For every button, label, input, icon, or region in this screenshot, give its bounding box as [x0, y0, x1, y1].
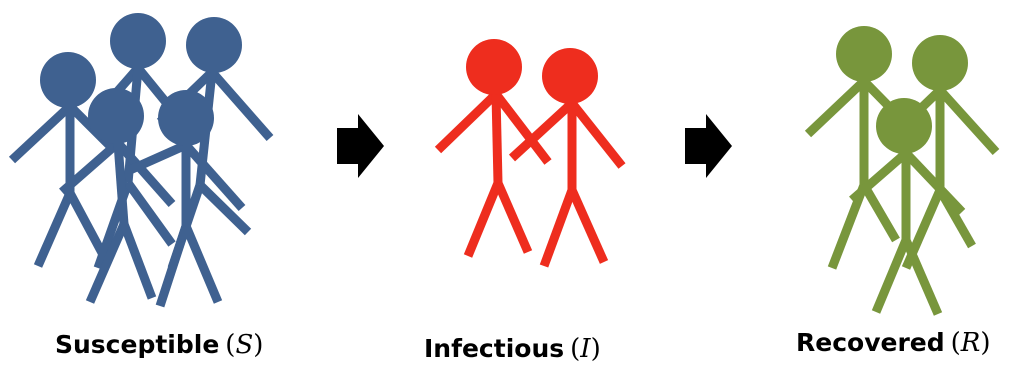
recovered-label-text: Recovered: [796, 328, 945, 357]
stick-figure-icon: [512, 48, 622, 266]
infectious-group: [438, 39, 622, 266]
infectious-label: Infectious (I): [424, 334, 601, 374]
infectious-label-text: Infectious: [424, 334, 564, 363]
recovered-symbol: (R): [951, 328, 991, 358]
right-arrow-icon: [337, 114, 384, 178]
susceptible-label: Susceptible (S): [55, 330, 263, 370]
stick-figure-icon: [438, 39, 548, 256]
recovered-label: Recovered (R): [796, 328, 991, 368]
susceptible-label-text: Susceptible: [55, 330, 219, 359]
recovered-group: [808, 26, 996, 314]
susceptible-group: [12, 13, 270, 306]
right-arrow-icon: [685, 114, 732, 178]
susceptible-symbol: (S): [225, 330, 263, 360]
infectious-symbol: (I): [570, 334, 601, 364]
